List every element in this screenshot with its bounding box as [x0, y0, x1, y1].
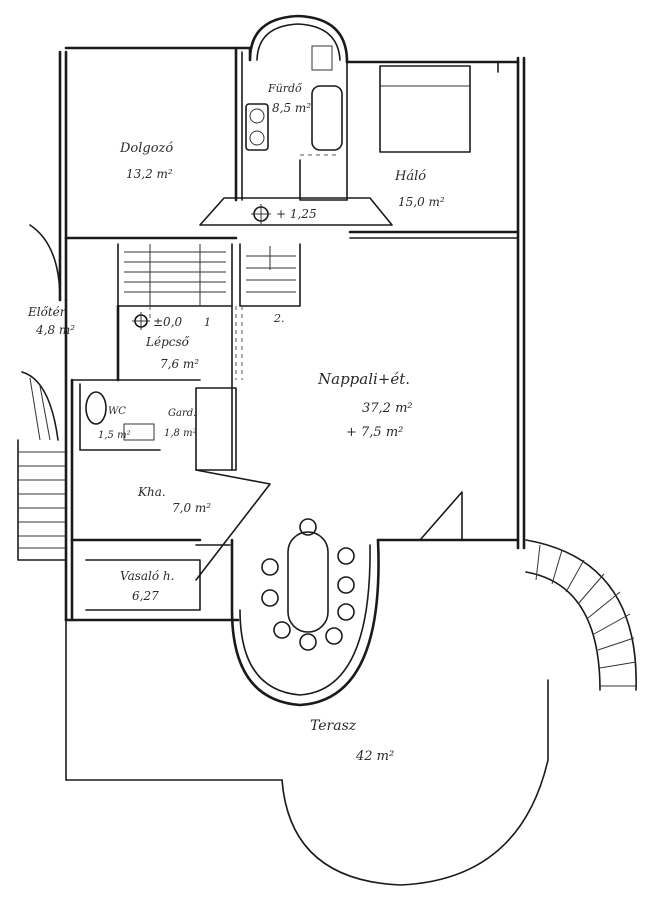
- left-exterior-stair: [17, 224, 67, 561]
- room-area-extra: + 7,5 m²: [346, 425, 403, 440]
- room-area: 1,8 m²: [164, 428, 197, 439]
- room-label-lepcso: Lépcső 7,6 m²: [145, 335, 199, 371]
- room-area: 7,0 m²: [172, 501, 211, 515]
- room-label-dolgozo: Dolgozó 13,2 m²: [119, 141, 173, 181]
- exterior-walls: [58, 14, 549, 886]
- wc-fixture: [85, 391, 155, 441]
- level-markers: [132, 204, 271, 330]
- room-area: 42 m²: [355, 749, 394, 764]
- room-label-wc: WC 1,5 m²: [98, 406, 131, 441]
- room-area: 15,0 m²: [398, 195, 445, 209]
- room-label-furdo: Fürdő 8,5 m²: [267, 82, 311, 115]
- room-name: WC: [108, 406, 126, 417]
- room-label-halo: Háló 15,0 m²: [394, 169, 445, 209]
- room-area: 13,2 m²: [126, 167, 173, 181]
- room-area: 6,27: [132, 589, 159, 603]
- room-name: Nappali+ét.: [317, 370, 410, 388]
- level-entry: ±0,0: [153, 315, 183, 329]
- stair-mark-2: 2.: [273, 312, 285, 325]
- room-label-kha: Kha. 7,0 m²: [137, 485, 211, 515]
- room-label-gard: Gard. 1,8 m²: [164, 408, 197, 439]
- level-upper: + 1,25: [276, 207, 317, 221]
- dining-table: [261, 518, 355, 651]
- room-area: 1,5 m²: [98, 430, 131, 441]
- room-name: Terasz: [310, 718, 357, 734]
- room-label-vasalo: Vasaló h. 6,27: [120, 569, 174, 603]
- room-label-nappali: Nappali+ét. 37,2 m² + 7,5 m²: [317, 370, 413, 440]
- room-label-eloter: Előtér 4,8 m²: [27, 305, 75, 337]
- room-area: 4,8 m²: [35, 323, 75, 337]
- room-name: Gard.: [168, 408, 196, 419]
- interior-stair: [124, 244, 296, 306]
- room-name: Vasaló h.: [120, 569, 174, 583]
- room-name: Kha.: [137, 485, 166, 499]
- bathroom-fixtures: [245, 45, 343, 156]
- room-area: 8,5 m²: [272, 101, 311, 115]
- spiral-stair: [525, 539, 637, 691]
- stair-mark-1: 1: [204, 316, 211, 329]
- room-name: Fürdő: [267, 82, 303, 95]
- bed: [379, 65, 471, 153]
- interior-walls: [64, 46, 520, 611]
- room-area: 37,2 m²: [362, 401, 413, 416]
- room-name: Dolgozó: [119, 141, 173, 156]
- room-name: Lépcső: [145, 335, 190, 349]
- room-area: 7,6 m²: [160, 357, 199, 371]
- room-name: Előtér: [27, 305, 67, 319]
- room-name: Háló: [394, 169, 426, 184]
- room-label-terasz: Terasz 42 m²: [310, 718, 394, 764]
